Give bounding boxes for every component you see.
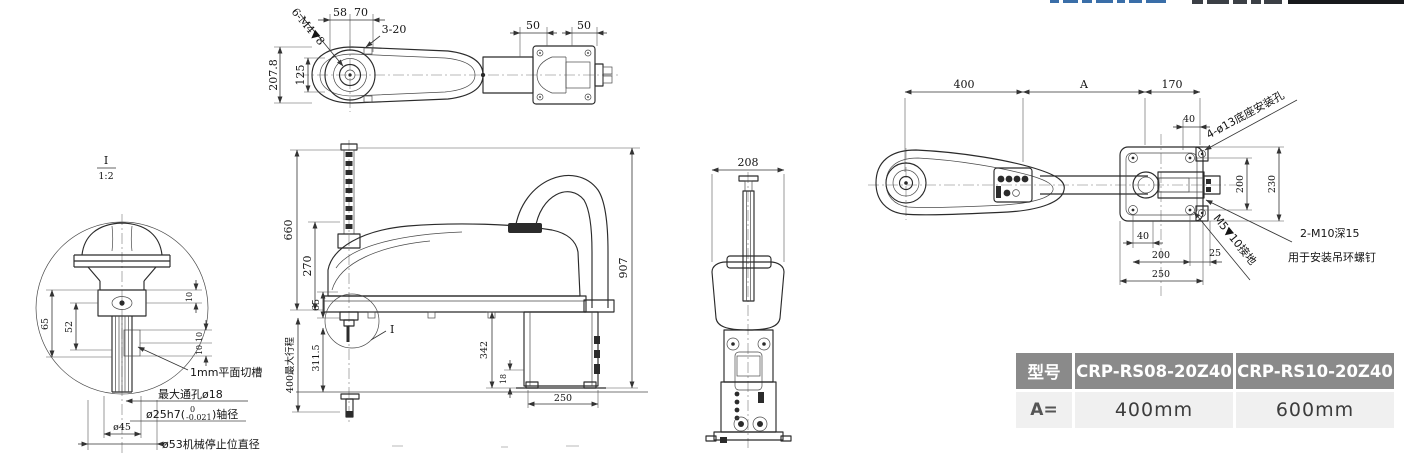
spec-value-model-2: 600mm [1236, 392, 1394, 428]
dim-270: 270 [301, 256, 314, 277]
spec-row-label: A= [1016, 392, 1072, 428]
dim-250-side: 250 [554, 393, 572, 404]
dim-65: 65 [40, 318, 51, 330]
dim-250-plan: 250 [1152, 269, 1170, 280]
note-ground-tap: M5▼10接地 [1210, 212, 1258, 268]
note-eyebolt-line1: 2-M10深15 [1300, 227, 1359, 240]
dim-70: 70 [354, 6, 368, 19]
dim-311-5: 311.5 [311, 344, 322, 371]
note-shaft-tol-top: 0 [190, 405, 195, 414]
dim-170: 170 [1162, 78, 1183, 91]
detail-id: I [104, 154, 108, 167]
dim-40a: 40 [1183, 114, 1195, 125]
spec-header-model-2: CRP-RS10-20Z40 [1236, 353, 1394, 389]
dim-52: 52 [64, 321, 75, 333]
dim-125: 125 [294, 65, 307, 86]
dim-907: 907 [617, 258, 630, 279]
note-mech-stop: ø53机械停止位直径 [162, 437, 260, 451]
dim-660: 660 [282, 220, 295, 241]
dim-208: 208 [738, 156, 759, 169]
note-through-hole: 最大通孔ø18 [158, 387, 223, 401]
detail-scale: 1:2 [98, 171, 113, 182]
dim-200h: 200 [1152, 250, 1170, 261]
dim-65-side: 65 [311, 299, 322, 311]
front-view: 208 [705, 156, 792, 448]
side-view: I 660 270 65 400最大行 [282, 140, 648, 424]
dim-10b: 10 [195, 332, 204, 342]
note-shaft-prefix: ø25h7( [146, 408, 185, 421]
dim-25: 25 [1209, 248, 1221, 259]
dim-50a: 50 [526, 19, 540, 32]
plan-view: 400 A 170 40 4-ø13底座安装孔 200 230 40 200 2… [868, 78, 1376, 296]
dim-207-8: 207.8 [267, 59, 280, 91]
note-shaft-tol-bottom: -0.021 [186, 413, 212, 422]
spec-table: 型号 CRP-RS08-20Z40 CRP-RS10-20Z40 A= 400m… [1016, 353, 1394, 428]
dim-dia45: ø45 [113, 422, 131, 433]
dim-342: 342 [479, 341, 490, 359]
spec-value-model-1: 400mm [1075, 392, 1233, 428]
dim-10c: 10 [195, 345, 204, 355]
dim-18: 18 [499, 374, 508, 384]
side-detail-ref: I [390, 323, 394, 336]
detail-view: I 1:2 65 52 10 10 10 [35, 154, 262, 456]
note-tap-holes: 6-M4▼8 [289, 6, 328, 48]
spec-header-model-1: CRP-RS08-20Z40 [1075, 353, 1233, 389]
dim-50b: 50 [577, 19, 591, 32]
dim-3-20: 3-20 [382, 23, 407, 36]
note-flat-groove: 1mm平面切槽 [190, 366, 262, 379]
dim-10a: 10 [185, 292, 194, 302]
dim-58: 58 [333, 6, 347, 19]
note-shaft-suffix: )轴径 [212, 407, 238, 421]
cropped-bottom-marks [392, 445, 579, 448]
dim-230: 230 [1267, 175, 1278, 193]
dim-A: A [1079, 78, 1089, 91]
dim-200v: 200 [1235, 175, 1246, 193]
cropped-header-remnant [1050, 0, 1404, 4]
dim-40b: 40 [1137, 231, 1149, 242]
note-eyebolt-line2: 用于安装吊环螺钉 [1288, 250, 1376, 264]
dim-stroke: 400最大行程 [284, 336, 296, 393]
top-view: 58 70 3-20 50 50 207.8 125 6-M4▼8 [267, 6, 618, 112]
spec-header-model: 型号 [1016, 353, 1072, 389]
note-base-mount-holes: 4-ø13底座安装孔 [1204, 88, 1287, 142]
dim-400: 400 [954, 78, 975, 91]
